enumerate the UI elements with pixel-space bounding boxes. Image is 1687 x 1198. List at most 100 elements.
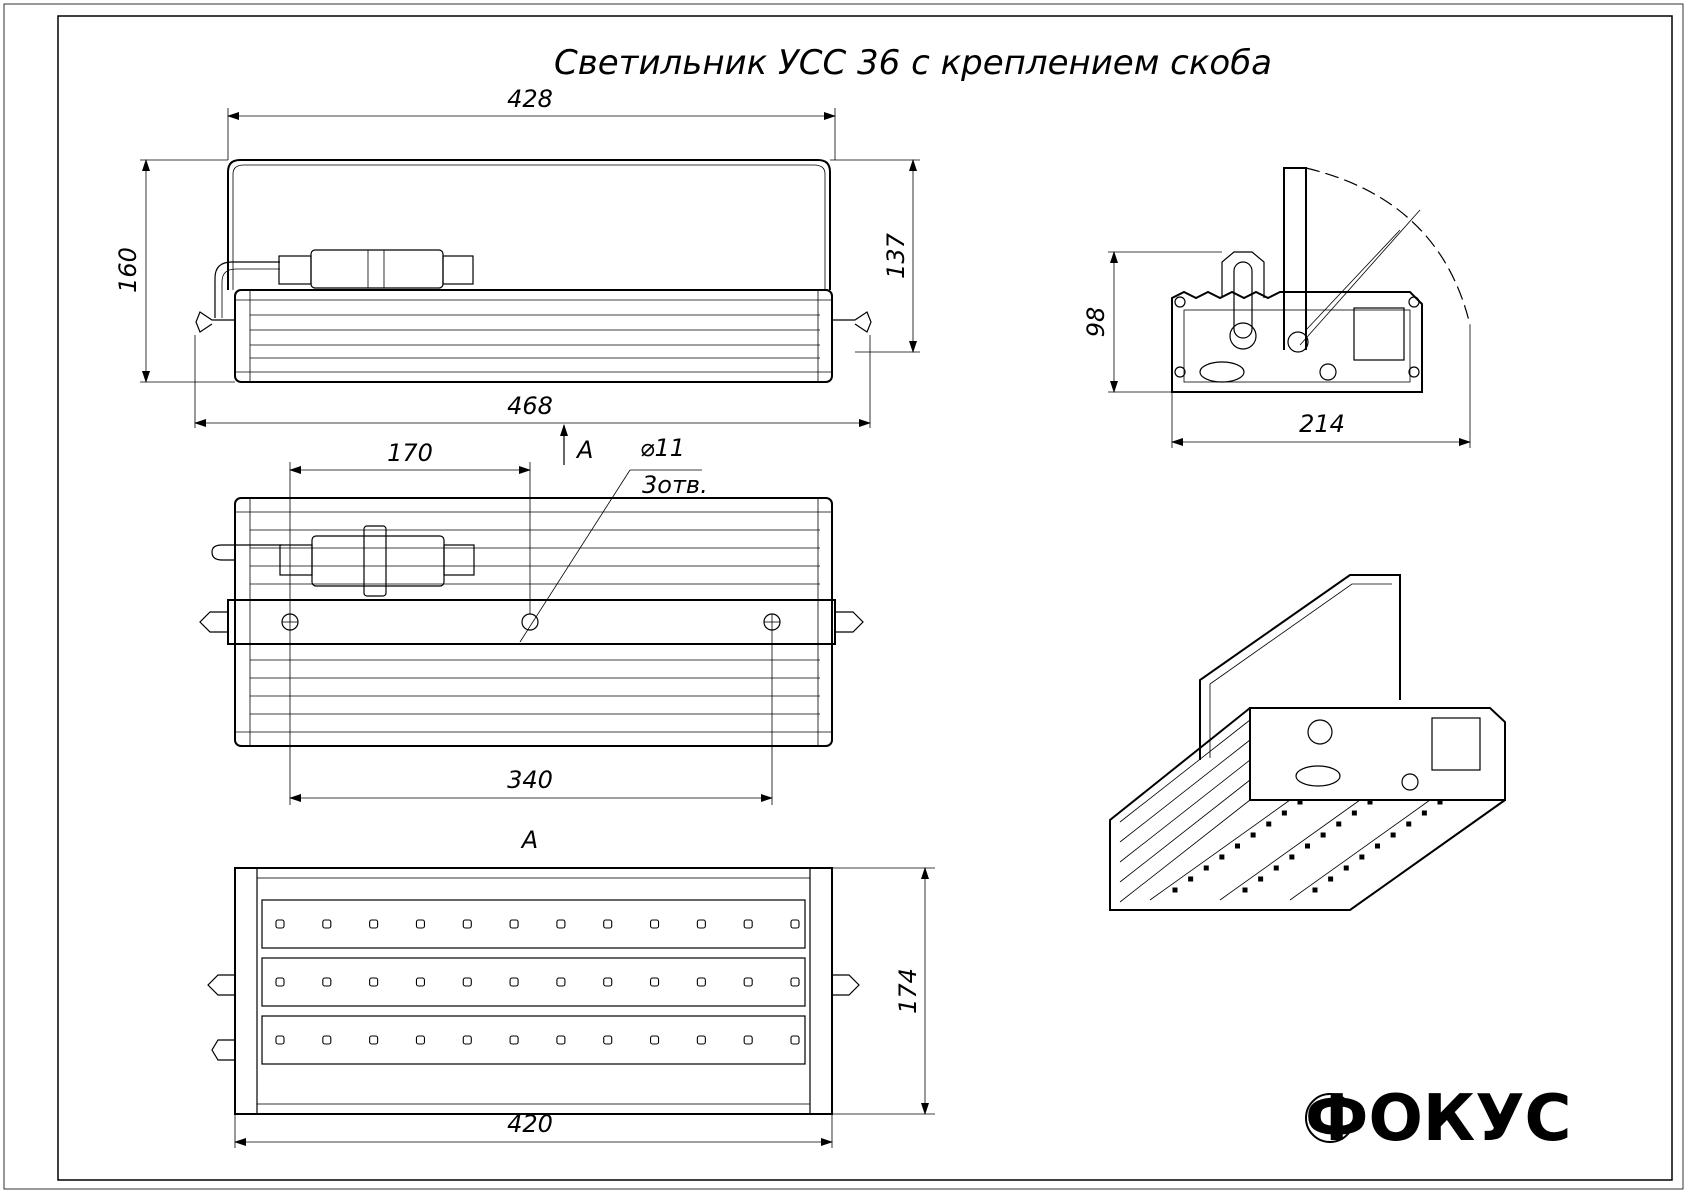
dim-bottom-width: 420 <box>507 1110 553 1138</box>
view-arrow-label: A <box>575 436 593 464</box>
iso-led <box>1343 865 1349 871</box>
led <box>369 919 379 929</box>
iso-label-box <box>1431 717 1481 771</box>
led <box>369 1035 379 1045</box>
end-cap-right <box>809 867 833 1115</box>
iso-led <box>1242 887 1248 893</box>
iso-led <box>1359 854 1365 860</box>
led <box>696 977 706 987</box>
led <box>415 977 426 987</box>
gland-top-right <box>443 544 475 576</box>
logo-emblem <box>1305 1093 1355 1143</box>
iso-led <box>1281 810 1287 816</box>
front-view: 428 160 137 468 A <box>114 85 920 465</box>
iso-led <box>1258 876 1264 882</box>
led <box>322 977 332 987</box>
led <box>603 1035 613 1045</box>
led <box>603 919 613 929</box>
dim-side-height: 98 <box>1082 307 1110 338</box>
led-grid <box>275 919 800 1045</box>
iso-led <box>1203 865 1209 871</box>
side-label-box <box>1353 307 1405 361</box>
iso-led <box>1188 876 1194 882</box>
drawing-title: Светильник УСС 36 с креплением скоба <box>554 43 1272 83</box>
iso-led <box>1266 821 1272 827</box>
iso-led <box>1172 887 1178 893</box>
iso-led-grid <box>1172 799 1443 893</box>
led <box>415 919 426 929</box>
led <box>462 1035 472 1045</box>
knob-right <box>835 611 864 633</box>
led <box>415 1035 426 1045</box>
end-cap-left <box>234 867 258 1115</box>
iso-led <box>1328 876 1334 882</box>
cable-top <box>211 544 282 561</box>
iso-led <box>1367 799 1373 805</box>
iso-led <box>1219 854 1225 860</box>
led <box>790 919 800 929</box>
hole-diameter-label: ⌀11 <box>640 434 685 462</box>
led <box>275 977 285 987</box>
housing <box>234 289 833 383</box>
led <box>556 977 566 987</box>
iso-led <box>1406 821 1412 827</box>
iso-led <box>1297 799 1303 805</box>
side-view: 98 214 <box>1082 167 1471 448</box>
iso-led <box>1390 832 1396 838</box>
dim-side-width: 214 <box>1299 410 1345 438</box>
cable-gland-right <box>442 255 474 285</box>
inner-frame <box>57 15 1673 1181</box>
led <box>556 1035 566 1045</box>
led-strip-1 <box>261 899 806 949</box>
side-logo-oval <box>1199 361 1245 383</box>
iso-led <box>1305 843 1310 849</box>
dim-top-height-right: 137 <box>882 232 910 279</box>
hole-count-label: 3отв. <box>642 471 708 499</box>
led <box>509 1035 519 1045</box>
iso-led <box>1320 832 1326 838</box>
iso-front-face <box>1249 707 1506 801</box>
iso-led <box>1235 843 1240 849</box>
iso-led <box>1351 810 1357 816</box>
led <box>509 977 519 987</box>
iso-led <box>1250 832 1256 838</box>
top-view: ⌀11 3отв. 170 340 <box>199 434 864 805</box>
isometric-view <box>1109 574 1506 911</box>
side-housing <box>1171 290 1423 393</box>
iso-led <box>1336 821 1342 827</box>
led <box>509 919 519 929</box>
wing-nut-left <box>195 311 235 333</box>
iso-led <box>1312 887 1318 893</box>
led <box>743 977 753 987</box>
connector-top <box>311 535 445 587</box>
bracket-outline <box>227 159 831 290</box>
knob-bottom-left <box>207 974 235 996</box>
side-pivot <box>1287 331 1309 353</box>
gland-top-left <box>279 544 313 576</box>
dim-top-height-left: 160 <box>114 247 142 293</box>
led <box>649 1035 660 1045</box>
led <box>462 977 472 987</box>
wing-nut-right <box>832 311 872 333</box>
led <box>275 919 285 929</box>
dim-bottom-height: 174 <box>894 968 922 1014</box>
led <box>790 1035 800 1045</box>
knob-bottom-right <box>832 974 860 996</box>
iso-led <box>1375 843 1380 849</box>
iso-body <box>1109 707 1506 911</box>
company-logo: ФОКУС <box>1305 1082 1572 1156</box>
rotation-arc <box>1305 167 1471 326</box>
iso-led <box>1273 865 1279 871</box>
dim-hole-spacing: 340 <box>507 766 553 794</box>
logo-text: ФОКУС <box>1305 1082 1572 1156</box>
housing-bottom <box>234 867 833 1115</box>
side-gland <box>1221 251 1265 298</box>
bottom-view-label: A <box>520 826 538 854</box>
bottom-view: A 174 420 <box>207 826 935 1148</box>
led-strip-3 <box>261 1015 806 1065</box>
cable <box>214 261 280 318</box>
led-strip-2 <box>261 957 806 1007</box>
led <box>790 977 800 987</box>
led <box>556 919 566 929</box>
